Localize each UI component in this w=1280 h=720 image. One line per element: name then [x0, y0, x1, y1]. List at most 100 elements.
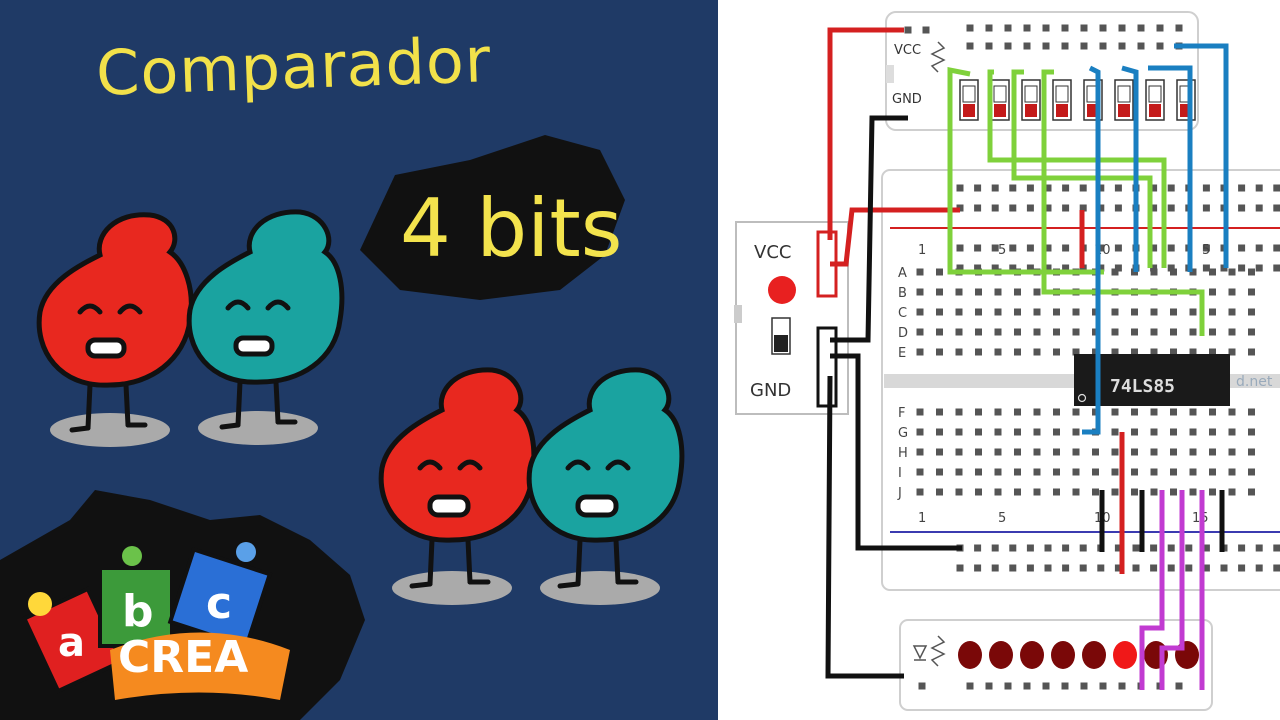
- hole: [1189, 268, 1197, 276]
- hole: [1156, 42, 1164, 50]
- wire-green: [987, 69, 1167, 268]
- logo-blocks: [21, 542, 290, 700]
- shadow: [50, 413, 170, 447]
- hole: [1131, 348, 1138, 356]
- dip-switch-lever: [1025, 104, 1037, 117]
- hole: [1167, 184, 1175, 192]
- hole: [1072, 428, 1080, 436]
- wire-black: [830, 353, 962, 551]
- hole: [1228, 428, 1236, 436]
- hole: [1189, 468, 1197, 476]
- hole: [955, 348, 963, 356]
- hole: [1167, 264, 1175, 272]
- hole: [1209, 488, 1216, 496]
- hole: [1033, 468, 1041, 476]
- hole: [1189, 448, 1197, 456]
- hole: [1228, 348, 1236, 356]
- hole: [1099, 24, 1107, 32]
- hole: [1189, 428, 1197, 436]
- dip-switch-slot: [1055, 85, 1069, 103]
- hole: [1062, 204, 1070, 212]
- hole: [1044, 184, 1052, 192]
- hole: [936, 468, 943, 476]
- dip-switch-lever: [994, 104, 1006, 117]
- hole: [1042, 24, 1050, 32]
- hole: [1209, 468, 1216, 476]
- hole: [1209, 428, 1216, 436]
- wire-black: [825, 375, 904, 679]
- hole: [991, 204, 999, 212]
- column-number: 1: [918, 243, 926, 258]
- hole: [1111, 328, 1119, 336]
- hole: [1053, 468, 1060, 476]
- hole: [1014, 428, 1021, 436]
- hole: [1238, 564, 1246, 572]
- hole: [1131, 328, 1138, 336]
- hole: [1189, 308, 1197, 316]
- hole: [1072, 328, 1080, 336]
- hole: [1044, 204, 1052, 212]
- hole: [1150, 544, 1158, 552]
- hole: [1273, 564, 1280, 572]
- hole: [1072, 488, 1080, 496]
- hole: [1111, 308, 1119, 316]
- hole: [936, 488, 943, 496]
- hole: [1097, 204, 1105, 212]
- hole: [985, 682, 993, 690]
- hole: [1202, 244, 1210, 252]
- hole: [1014, 288, 1021, 296]
- hole: [1209, 268, 1216, 276]
- hole: [955, 328, 963, 336]
- hole: [1014, 348, 1021, 356]
- hole: [1137, 42, 1145, 50]
- hole: [956, 264, 964, 272]
- hole: [1175, 24, 1183, 32]
- dip-switch-slot: [1148, 85, 1162, 103]
- hole: [1255, 564, 1263, 572]
- hole: [936, 428, 943, 436]
- hole: [1170, 348, 1177, 356]
- hole: [955, 488, 963, 496]
- hole: [1009, 264, 1017, 272]
- hole: [1062, 564, 1070, 572]
- hole: [966, 24, 974, 32]
- hole: [955, 408, 963, 416]
- hole: [1131, 308, 1138, 316]
- hole: [916, 428, 924, 436]
- hole: [975, 428, 982, 436]
- hole: [1255, 204, 1263, 212]
- shadow: [540, 571, 660, 605]
- hole: [1185, 564, 1193, 572]
- hole: [975, 308, 982, 316]
- hole: [936, 328, 943, 336]
- hole: [1080, 24, 1088, 32]
- wires-green: [947, 66, 1205, 336]
- hole: [994, 308, 1002, 316]
- hole: [1228, 448, 1236, 456]
- hole: [936, 268, 943, 276]
- hole: [1118, 682, 1126, 690]
- wire-red: [827, 27, 904, 240]
- dip-switch-lever: [1149, 104, 1161, 117]
- hole: [1170, 468, 1177, 476]
- logo-letter-c: c: [206, 578, 232, 629]
- hole: [955, 428, 963, 436]
- hole: [1118, 42, 1126, 50]
- hole: [1255, 264, 1263, 272]
- power-module-gnd-label: GND: [750, 380, 791, 401]
- hole: [1053, 408, 1060, 416]
- dip-switch-lever: [963, 104, 975, 117]
- hole: [1026, 544, 1034, 552]
- hole: [994, 288, 1002, 296]
- hole: [1189, 348, 1197, 356]
- hole: [1061, 24, 1069, 32]
- hole: [1248, 468, 1255, 476]
- hole: [975, 468, 982, 476]
- hole: [1033, 488, 1041, 496]
- hole: [966, 42, 974, 50]
- hole: [1053, 428, 1060, 436]
- hole: [1004, 682, 1012, 690]
- hole: [1150, 204, 1158, 212]
- hole: [1072, 348, 1080, 356]
